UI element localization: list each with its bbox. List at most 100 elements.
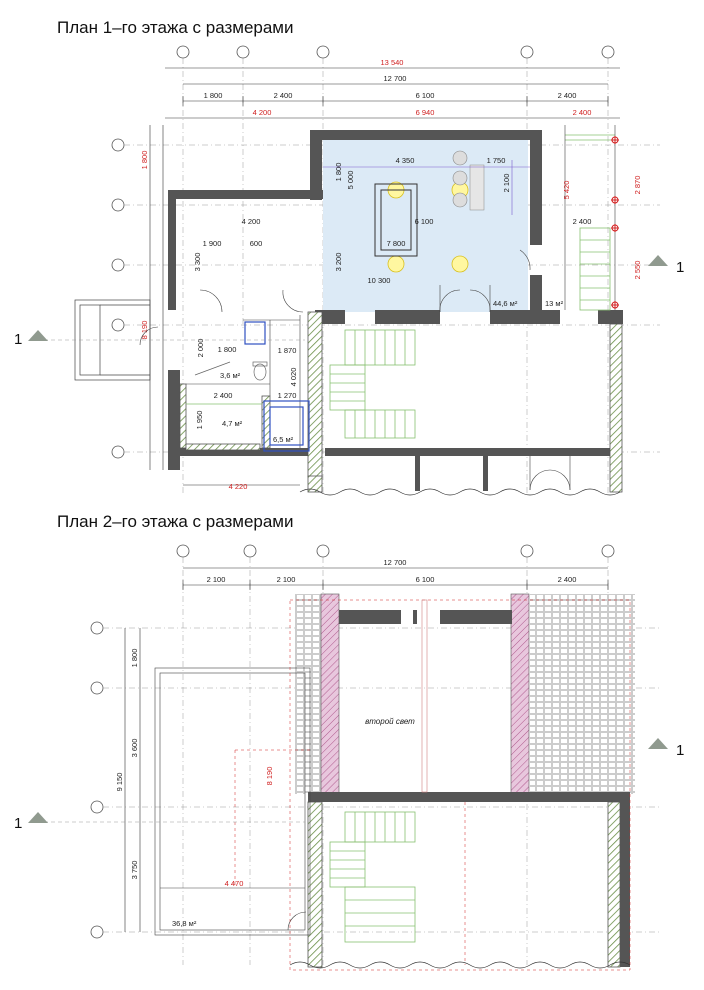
axis-circle-icon [176, 544, 190, 558]
section-triangle-icon [648, 738, 668, 749]
f2-dim-seg4: 2 400 [558, 575, 577, 584]
f1-area-hall: 4,7 м² [222, 419, 243, 428]
axis-circle-icon [601, 544, 615, 558]
f1-dim-6100: 6 100 [415, 217, 434, 226]
f1-dim-2400: 2 400 [573, 217, 592, 226]
f1-area-bath: 6,5 м² [273, 435, 294, 444]
f1-dim-2100: 2 100 [502, 174, 511, 193]
f2-dim-seg1: 2 100 [207, 575, 226, 584]
f1-dim-red3: 2 400 [573, 108, 592, 117]
f1-dim-1950: 1 950 [195, 411, 204, 430]
f1-dim-main: 12 700 [384, 74, 407, 83]
f1-dim-seg4: 2 400 [558, 91, 577, 100]
f1-dim-600: 600 [250, 239, 263, 248]
f1-dim-4350: 4 350 [396, 156, 415, 165]
axis-circle-icon [236, 45, 250, 59]
axis-circle-icon [90, 681, 104, 695]
f1-dim-1800v: 1 800 [334, 163, 343, 182]
axis-circle-icon [111, 258, 125, 272]
f2-dim-9150: 9 150 [115, 773, 124, 792]
f2-dim-seg2: 2 100 [277, 575, 296, 584]
f1-dim-1900: 1 900 [203, 239, 222, 248]
axis-circle-icon [111, 198, 125, 212]
f1-section-right: 1 [676, 259, 684, 276]
lamp-icon [451, 255, 469, 273]
section-triangle-icon [28, 330, 48, 341]
f2-dim-main: 12 700 [384, 558, 407, 567]
f1-dim-2870: 2 870 [633, 176, 642, 195]
f2-dim-1800: 1 800 [130, 649, 139, 668]
f2-pink-wall-left [320, 593, 340, 795]
axis-circle-icon [176, 45, 190, 59]
axis-circle-icon [111, 318, 125, 332]
f1-dim-seg2: 2 400 [274, 91, 293, 100]
f1-dim-overall: 13 540 [381, 58, 404, 67]
f1-bath-fixtures [244, 321, 310, 452]
axis-circle-icon [316, 544, 330, 558]
f2-dim-4470: 4 470 [225, 879, 244, 888]
f1-dim-red2: 6 940 [416, 108, 435, 117]
f1-dim-red-1800: 1 800 [140, 151, 149, 170]
axis-circle-icon [90, 800, 104, 814]
f1-area-wc: 3,6 м² [220, 371, 241, 380]
f1-dim-1750: 1 750 [487, 156, 506, 165]
f2-dim-3750: 3 750 [130, 861, 139, 880]
f2-dim-3600: 3 600 [130, 739, 139, 758]
floor1-plan: 13 540 12 700 1 800 2 400 6 100 2 400 4 … [14, 45, 684, 496]
f1-dim-2550: 2 550 [633, 261, 642, 280]
f1-dim-5000: 5 000 [346, 171, 355, 190]
axis-circle-icon [111, 445, 125, 459]
f1-walls [168, 130, 623, 491]
f1-dim-seg3: 6 100 [416, 91, 435, 100]
f2-label-second-light: второй свет [365, 717, 415, 726]
axis-circle-icon [520, 45, 534, 59]
f2-dim-seg3: 6 100 [416, 575, 435, 584]
axis-circle-icon [316, 45, 330, 59]
f1-dim-1870: 1 870 [278, 346, 297, 355]
floor1-axis-markers [111, 45, 615, 459]
f1-dim-2000: 2 000 [196, 339, 205, 358]
axis-circle-icon [243, 544, 257, 558]
f1-dim-4200: 4 200 [242, 217, 261, 226]
f1-dim-10300: 10 300 [368, 276, 391, 285]
f2-terrace [154, 667, 311, 936]
f2-roof-right [530, 594, 635, 794]
axis-circle-icon [601, 45, 615, 59]
f1-area-side: 13 м² [545, 299, 564, 308]
floor2-plan: 12 700 2 100 2 100 6 100 2 400 1 800 3 6… [14, 544, 684, 971]
floor2-title: План 2–го этажа с размерами [57, 512, 294, 531]
section-triangle-icon [28, 812, 48, 823]
f1-dim-2400b: 2 400 [214, 391, 233, 400]
f1-dim-1270: 1 270 [278, 391, 297, 400]
f1-area-main: 44,6 м² [493, 299, 518, 308]
f1-dim-red-8190: 8 190 [140, 321, 149, 340]
f1-dim-7800: 7 800 [387, 239, 406, 248]
f1-dim-4020: 4 020 [289, 368, 298, 387]
axis-circle-icon [520, 544, 534, 558]
f1-dim-1800b: 1 800 [218, 345, 237, 354]
f1-dim-5420: 5 420 [562, 181, 571, 200]
floor1-title: План 1–го этажа с размерами [57, 18, 294, 37]
f2-pink-wall-right [510, 593, 530, 795]
f1-dim-bottom: 4 220 [229, 482, 248, 491]
f1-dim-3300: 3 300 [193, 253, 202, 272]
axis-circle-icon [90, 621, 104, 635]
f2-area-terrace: 36,8 м² [172, 919, 197, 928]
lamp-icon [387, 255, 405, 273]
f1-dim-red1: 4 200 [253, 108, 272, 117]
f1-section-left: 1 [14, 331, 22, 348]
f1-dim-seg1: 1 800 [204, 91, 223, 100]
f2-roof-left [295, 594, 321, 794]
f2-section-right: 1 [676, 742, 684, 759]
f2-section-left: 1 [14, 815, 22, 832]
axis-circle-icon [90, 925, 104, 939]
billiard-table-icon [374, 183, 418, 257]
f1-main-room [323, 140, 528, 312]
section-triangle-icon [648, 255, 668, 266]
f2-dim-8190: 8 190 [265, 767, 274, 786]
axis-circle-icon [111, 138, 125, 152]
f1-hatched-walls [179, 311, 623, 493]
f1-dim-3200: 3 200 [334, 253, 343, 272]
f1-stairs [186, 134, 615, 439]
